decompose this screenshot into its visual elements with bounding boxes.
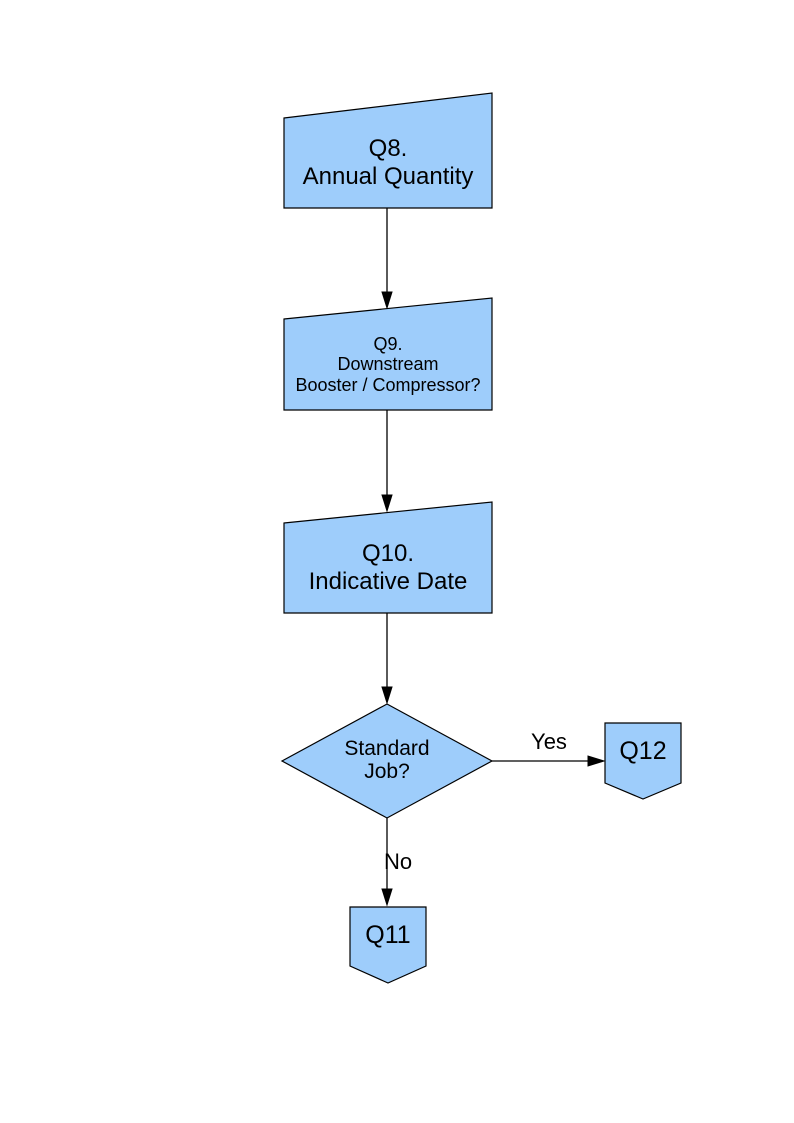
- edge-decision-q11-arrowhead-icon: [381, 888, 393, 907]
- edge-q8-q9-arrowhead-icon: [381, 291, 393, 310]
- node-q11-label: Q11: [365, 921, 411, 950]
- edge-q9-q10-arrowhead-icon: [381, 494, 393, 513]
- node-q9-shape: [283, 297, 493, 411]
- edge-decision-q12-arrowhead-icon: [587, 755, 606, 767]
- node-decision-label: Standard Job?: [344, 736, 430, 783]
- node-q10-shape: [283, 501, 493, 614]
- edge-no-label: No: [384, 849, 413, 875]
- node-q10-label: Q10. Indicative Date: [308, 539, 468, 595]
- edge-yes-label: Yes: [531, 729, 567, 755]
- node-q9-label: Q9. Downstream Booster / Compressor?: [295, 334, 481, 395]
- node-q11-shape: [349, 906, 427, 984]
- edge-q10-decision-arrowhead-icon: [381, 686, 393, 705]
- node-q12-shape: [604, 722, 682, 800]
- node-q12-label: Q12: [619, 737, 667, 766]
- node-q8-shape: [283, 92, 493, 209]
- node-q8-label: Q8. Annual Quantity: [302, 134, 474, 190]
